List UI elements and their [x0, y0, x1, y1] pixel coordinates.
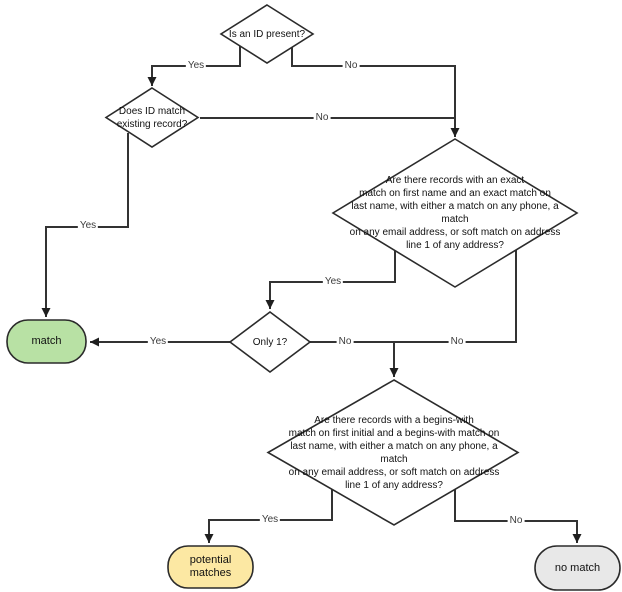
- edge-id-present-yes: [152, 46, 240, 86]
- decision-is-id-present: [221, 5, 313, 63]
- decision-exact-match: [333, 139, 577, 287]
- terminal-no-match: [535, 546, 620, 590]
- terminal-potential-matches: [168, 546, 253, 588]
- edge-begins-yes: [209, 489, 332, 543]
- edge-id-match-yes: [46, 133, 128, 317]
- edge-exact-yes: [270, 251, 395, 309]
- decision-does-id-match: [106, 88, 198, 147]
- decision-only-one: [230, 312, 310, 372]
- edge-id-present-no: [292, 47, 455, 137]
- decision-begins-with: [268, 380, 518, 525]
- edge-begins-no: [455, 489, 577, 543]
- terminal-match: [7, 320, 86, 363]
